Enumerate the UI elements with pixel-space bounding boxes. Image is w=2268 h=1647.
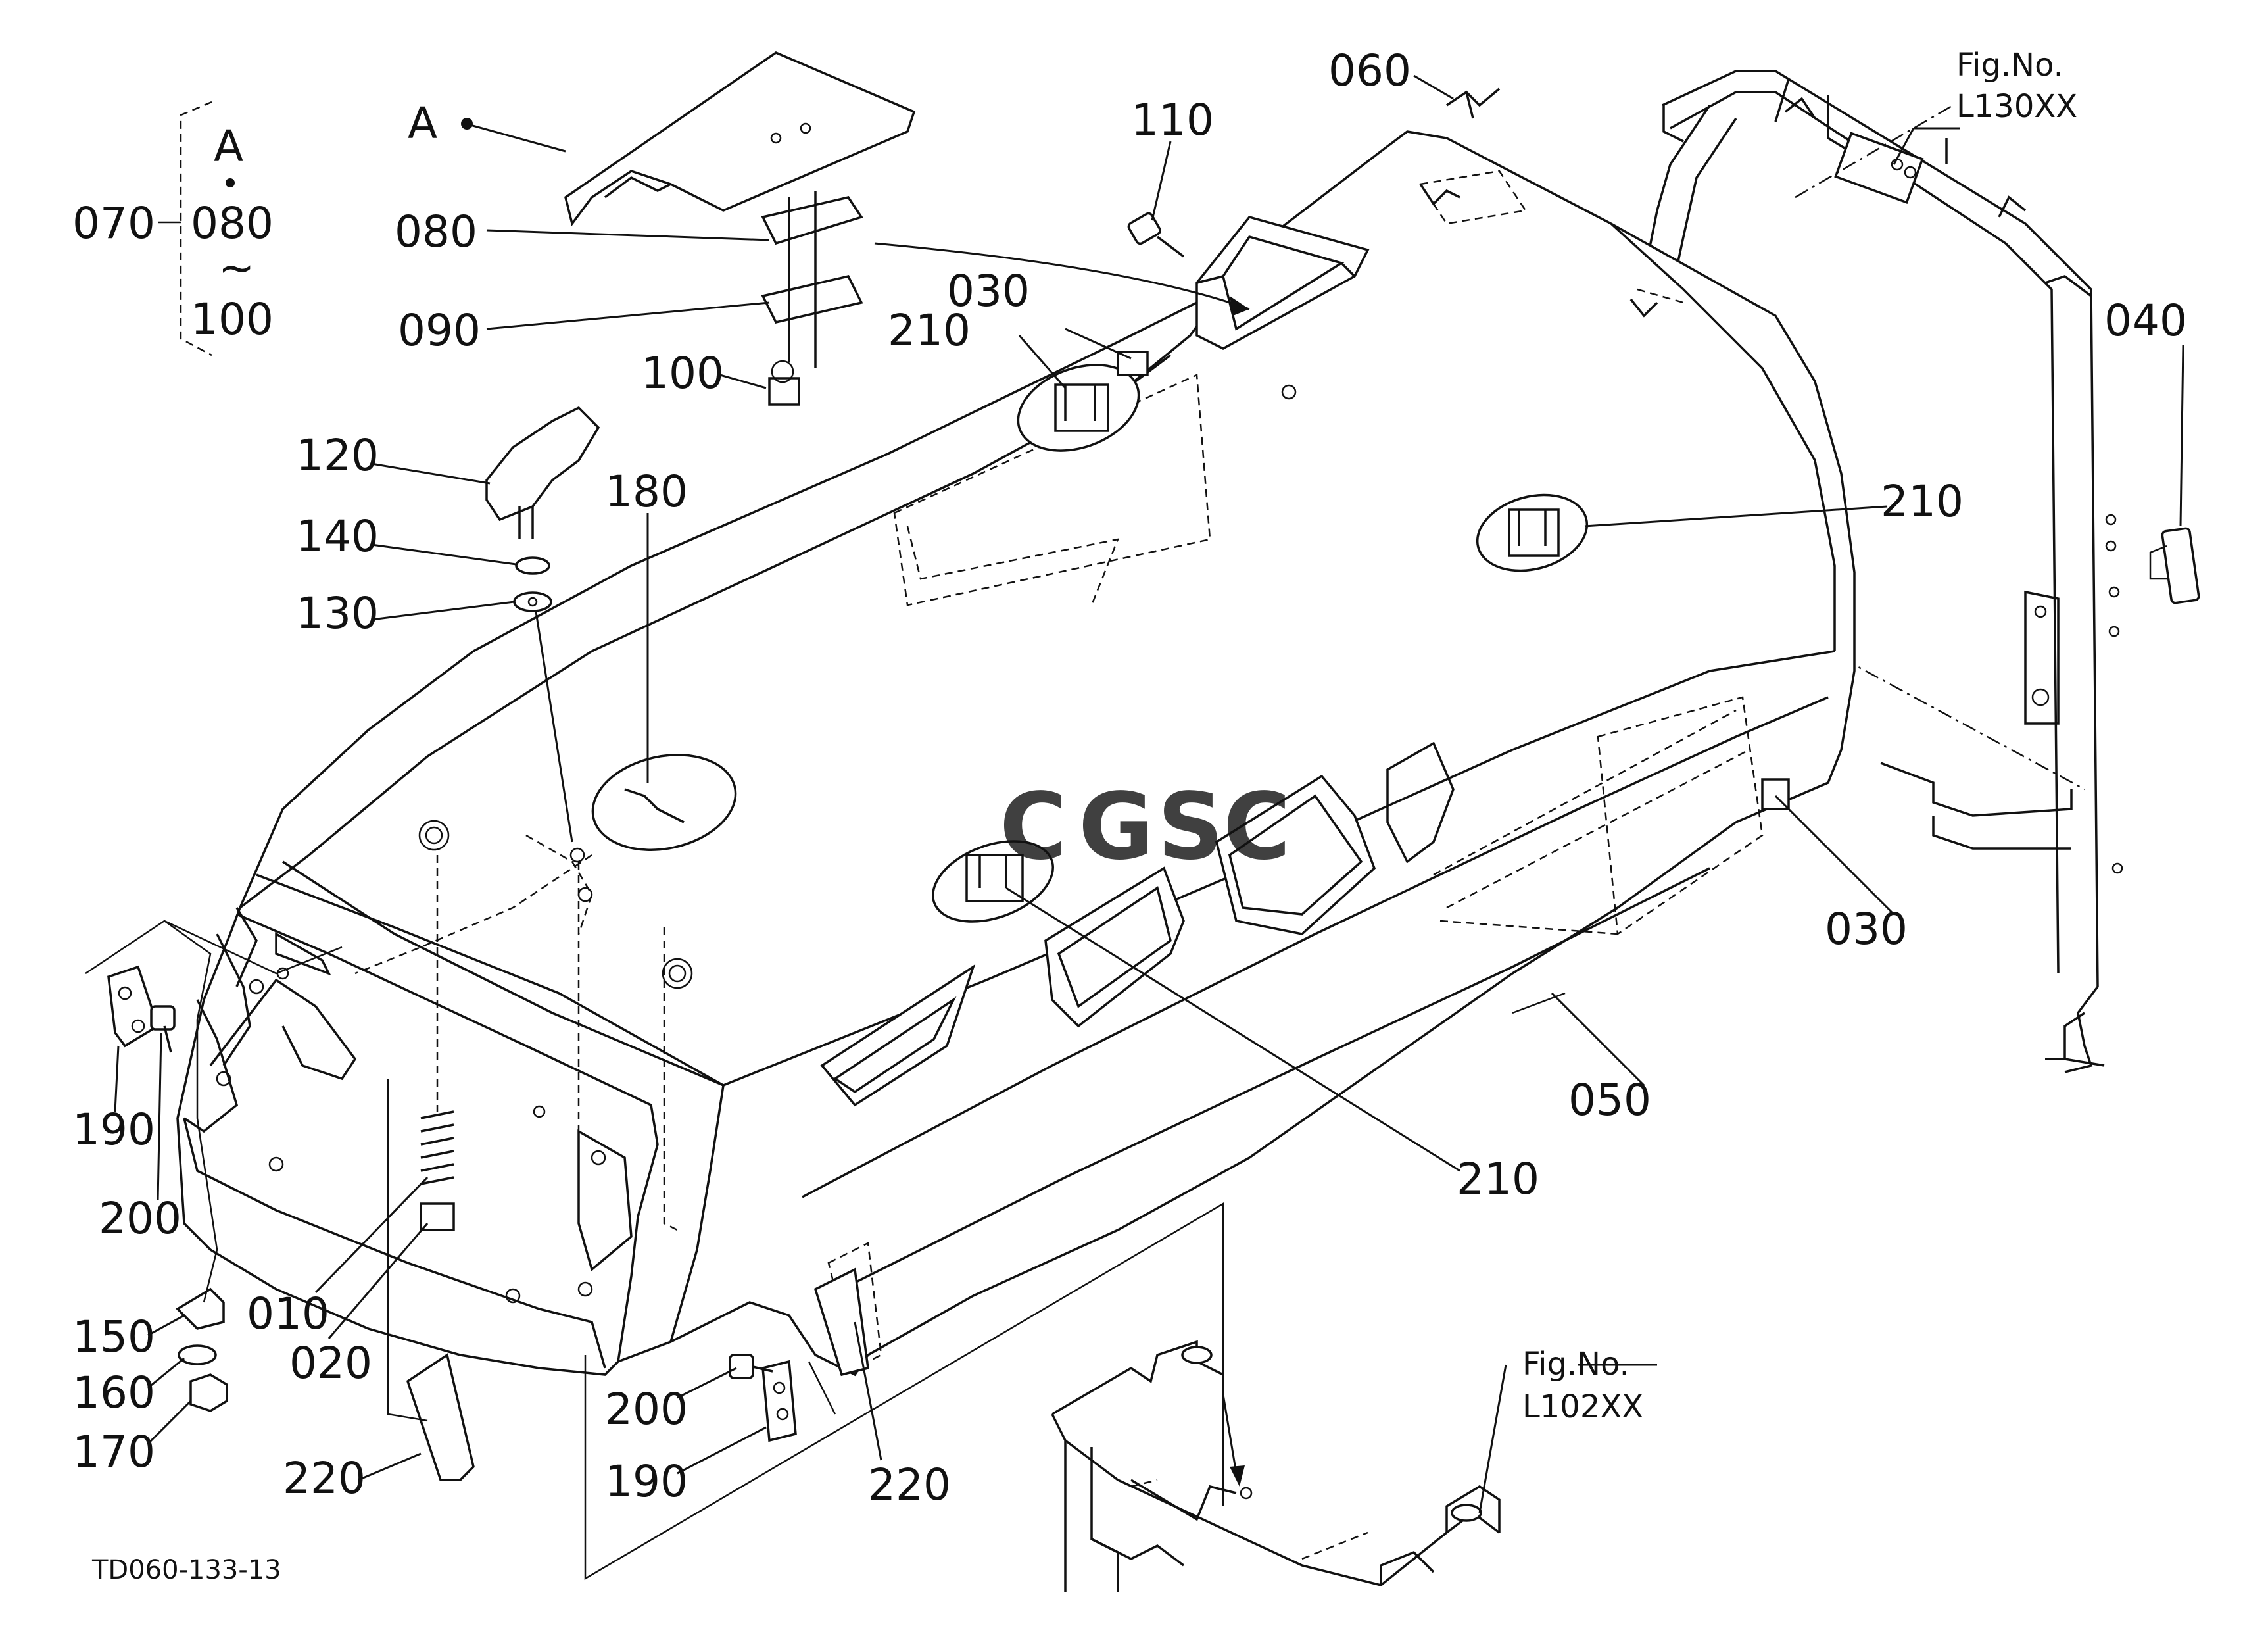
rear-frame	[1629, 70, 2200, 1073]
fig-ref-bottom-number: L102XX	[1522, 1389, 1643, 1425]
label-150: 150	[72, 1312, 155, 1362]
label-020: 020	[289, 1338, 372, 1389]
label-180: 180	[605, 466, 688, 517]
label-120: 120	[296, 430, 379, 481]
watermark-letter: S	[1157, 774, 1224, 881]
label-200-left: 200	[99, 1193, 181, 1244]
labels: 070 A 080 ~ 100 A 080 090 100 110 060 03…	[72, 45, 2187, 1585]
top-duct	[874, 216, 1370, 350]
assembly-bracket	[158, 101, 473, 356]
label-assembly-070: 070	[72, 198, 155, 249]
watermark-letter: G	[1078, 774, 1154, 881]
label-030-top: 030	[947, 266, 1030, 316]
watermark-letter: C	[1223, 774, 1291, 881]
label-080: 080	[395, 207, 477, 257]
label-130: 130	[296, 588, 379, 639]
drawing-code: TD060-133-13	[91, 1555, 281, 1585]
side-windows	[820, 709, 1750, 1107]
label-210-top: 210	[888, 305, 971, 356]
leader-lines	[114, 74, 2184, 1513]
label-assembly-080: 080	[191, 198, 274, 249]
fig-ref-bottom-title: Fig.No.	[1522, 1346, 1629, 1383]
fig-ref-top-number: L130XX	[1956, 88, 2077, 125]
label-100: 100	[641, 348, 724, 399]
label-190-bottom: 190	[605, 1456, 688, 1507]
label-190-left: 190	[72, 1104, 155, 1155]
label-assembly-100: 100	[191, 294, 274, 345]
label-assembly-tilde: ~	[218, 243, 254, 293]
watermark: C G S C	[1000, 774, 1291, 881]
label-210-lower: 210	[1457, 1154, 1539, 1204]
label-110: 110	[1131, 95, 1214, 145]
label-220-bottom: 220	[868, 1460, 951, 1510]
label-160: 160	[72, 1367, 155, 1418]
label-090: 090	[398, 305, 481, 356]
label-200-bottom: 200	[605, 1384, 688, 1435]
stop-pad-assembly	[564, 51, 916, 406]
label-010: 010	[247, 1289, 329, 1339]
label-170: 170	[72, 1427, 155, 1477]
label-040: 040	[2104, 295, 2187, 346]
hidden-brackets	[354, 170, 1764, 1369]
bump-stop-recesses	[418, 184, 1790, 989]
label-030-right: 030	[1825, 904, 1908, 954]
small-parts	[85, 87, 1501, 1581]
watermark-letter: C	[1000, 774, 1067, 881]
label-050: 050	[1568, 1075, 1651, 1125]
label-060: 060	[1328, 45, 1411, 96]
label-140: 140	[296, 511, 379, 562]
label-assembly-a: A	[214, 121, 243, 172]
fig-ref-top-title: Fig.No.	[1956, 47, 2063, 84]
callout-a: A	[408, 98, 437, 149]
label-220-left: 220	[283, 1453, 366, 1504]
label-210-right: 210	[1881, 476, 1964, 527]
lower-subframe	[1051, 1340, 1501, 1592]
